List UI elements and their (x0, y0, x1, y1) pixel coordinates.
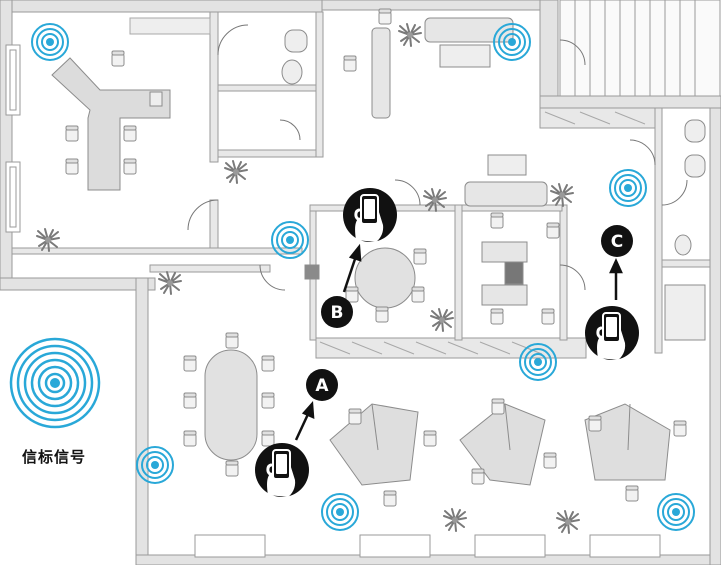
partition-panels (129, 17, 646, 355)
beacon-signal-icon (519, 343, 557, 381)
beacon-signal-icon (136, 446, 174, 484)
marker-c: C (601, 225, 633, 257)
svg-text:B: B (331, 303, 344, 323)
stairs (559, 0, 721, 97)
phone-b-icon (341, 186, 399, 244)
beacon-signal-icon (271, 221, 309, 259)
direction-arrows (294, 243, 623, 441)
door-swings (187, 24, 688, 291)
furniture (51, 17, 706, 486)
beacon-signal-icon (31, 23, 69, 61)
svg-text:C: C (611, 232, 623, 252)
phone-a-icon (253, 441, 311, 499)
beacon-signal-icon (493, 23, 531, 61)
marker-b: B (321, 296, 353, 328)
phone-c-icon (583, 304, 641, 362)
beacon-signal-icon (321, 493, 359, 531)
beacons (31, 23, 695, 531)
legend-beacon-icon (9, 337, 101, 429)
interior-walls (11, 11, 711, 359)
marker-a: A (306, 369, 338, 401)
legend-label: 信标信号 (22, 448, 87, 466)
svg-text:A: A (315, 376, 329, 396)
windows (5, 44, 661, 558)
beacon-signal-icon (609, 169, 647, 207)
beacon-signal-icon (657, 493, 695, 531)
